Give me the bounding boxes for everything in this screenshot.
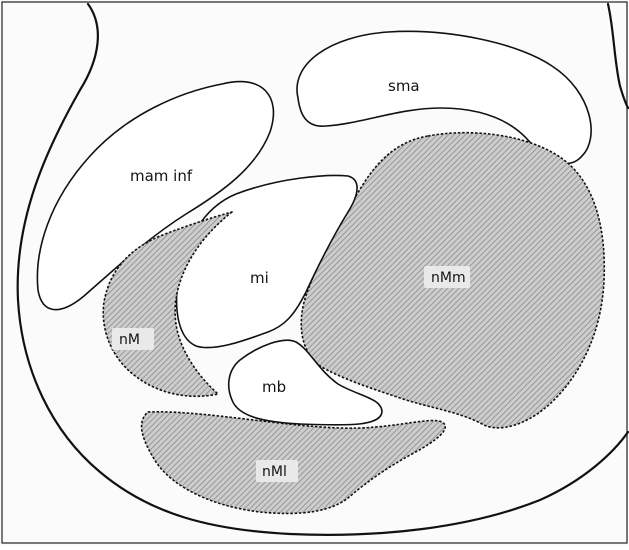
section-outline-right (608, 4, 628, 108)
label-nMl: nMl (262, 464, 287, 480)
label-mam-inf: mam inf (130, 167, 193, 185)
label-nM: nM (119, 332, 140, 348)
label-mi: mi (250, 269, 269, 287)
label-nMm: nMm (431, 270, 466, 286)
label-sma: sma (388, 77, 420, 95)
label-mb: mb (262, 378, 286, 396)
